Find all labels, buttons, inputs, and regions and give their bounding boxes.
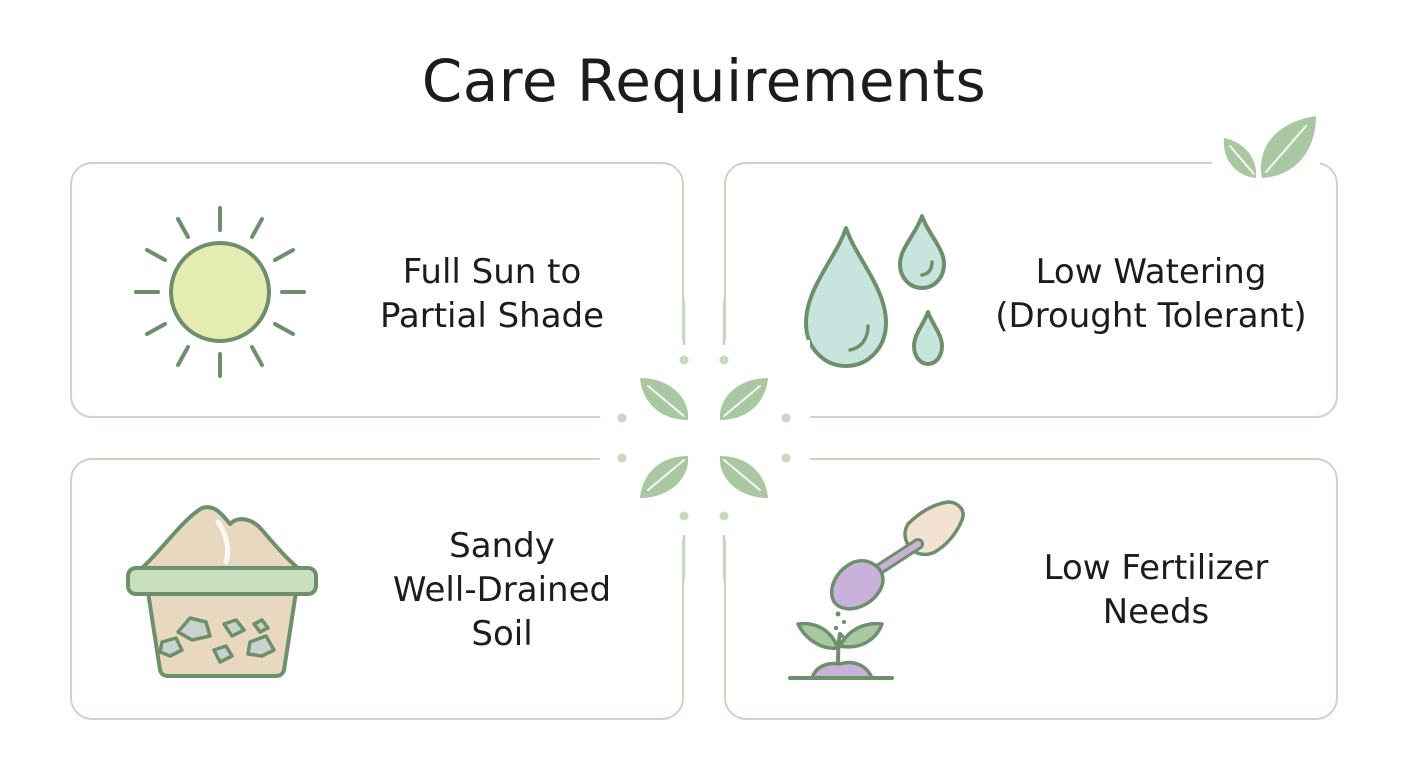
- card-soil: Sandy Well-Drained Soil: [70, 458, 684, 720]
- watering-label: Low Watering (Drought Tolerant): [995, 252, 1307, 336]
- card-sunlight: Full Sun to Partial Shade: [70, 162, 684, 418]
- fertilizer-trowel-icon: [788, 500, 965, 680]
- water-drops-icon: [804, 214, 946, 368]
- fertilizer-label: Low Fertilizer Needs: [1043, 548, 1269, 632]
- card-watering: Low Watering (Drought Tolerant): [724, 162, 1338, 418]
- sun-icon: [134, 206, 306, 378]
- card-fertilizer: Low Fertilizer Needs: [724, 458, 1338, 720]
- sunlight-label: Full Sun to Partial Shade: [379, 252, 605, 336]
- soil-basket-icon: [126, 505, 318, 678]
- page-title: Care Requirements: [421, 47, 987, 115]
- soil-label: Sandy Well-Drained Soil: [392, 526, 612, 654]
